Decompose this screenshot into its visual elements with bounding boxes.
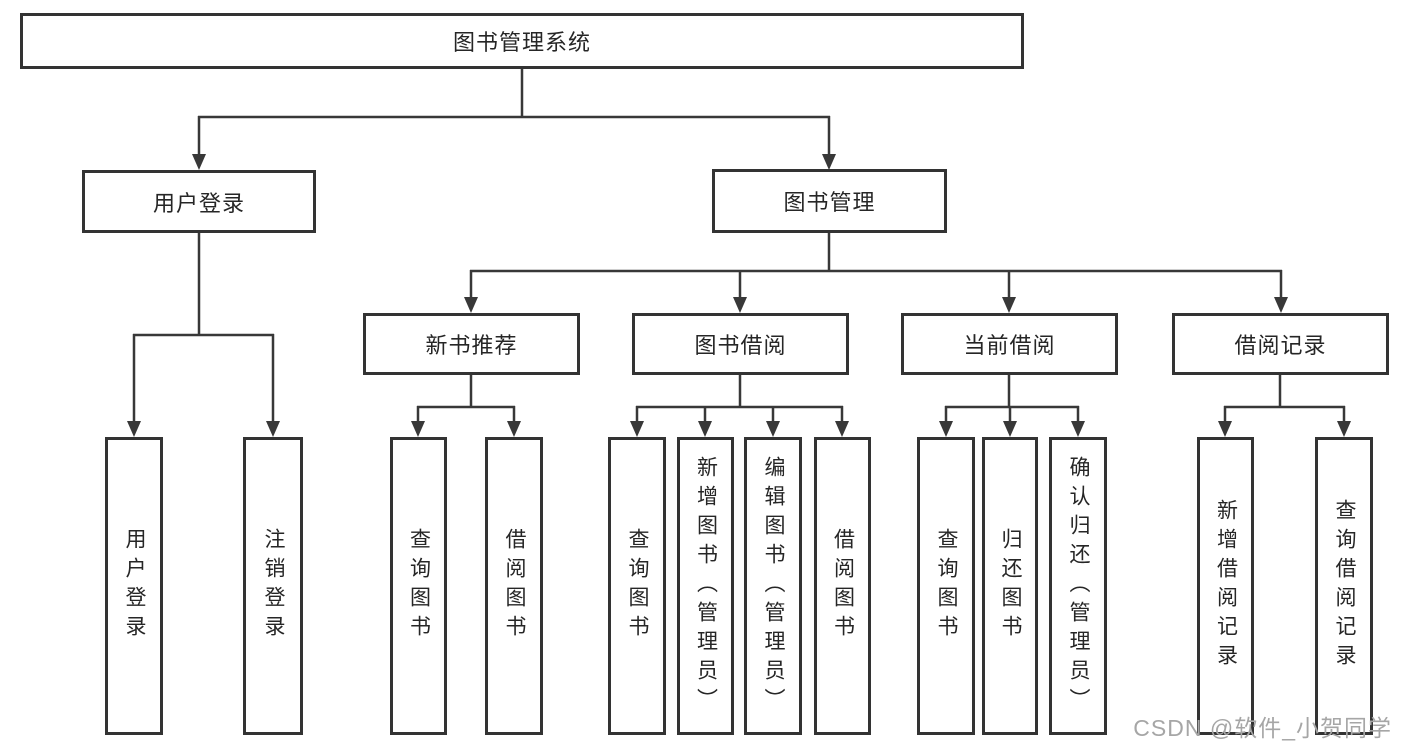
- node-leaf-record-query: 查询借阅记录: [1315, 437, 1373, 735]
- node-leaf-current-query-books: 查询图书: [917, 437, 975, 735]
- node-leaf-newbook-query-books: 查询图书: [390, 437, 447, 735]
- node-library-management-system: 图书管理系统: [20, 13, 1024, 69]
- node-book-borrowing: 图书借阅: [632, 313, 849, 375]
- node-current-borrowing: 当前借阅: [901, 313, 1118, 375]
- node-leaf-borrow-query-books: 查询图书: [608, 437, 666, 735]
- node-leaf-newbook-borrow-books: 借阅图书: [485, 437, 543, 735]
- node-leaf-current-confirm-return-admin: 确认归还（管理员）: [1049, 437, 1107, 735]
- node-new-book-recommend: 新书推荐: [363, 313, 580, 375]
- node-book-management: 图书管理: [712, 169, 947, 233]
- node-leaf-logout: 注销登录: [243, 437, 303, 735]
- node-borrowing-records: 借阅记录: [1172, 313, 1389, 375]
- csdn-watermark: CSDN @软件_小贺同学: [1133, 715, 1392, 741]
- node-leaf-borrow-edit-books-admin: 编辑图书（管理员）: [744, 437, 802, 735]
- node-user-login: 用户登录: [82, 170, 316, 233]
- node-leaf-borrow-borrow-books: 借阅图书: [814, 437, 871, 735]
- node-leaf-current-return-books: 归还图书: [982, 437, 1038, 735]
- node-leaf-borrow-add-books-admin: 新增图书（管理员）: [677, 437, 734, 735]
- node-leaf-record-add: 新增借阅记录: [1197, 437, 1254, 735]
- node-leaf-user-login: 用户登录: [105, 437, 163, 735]
